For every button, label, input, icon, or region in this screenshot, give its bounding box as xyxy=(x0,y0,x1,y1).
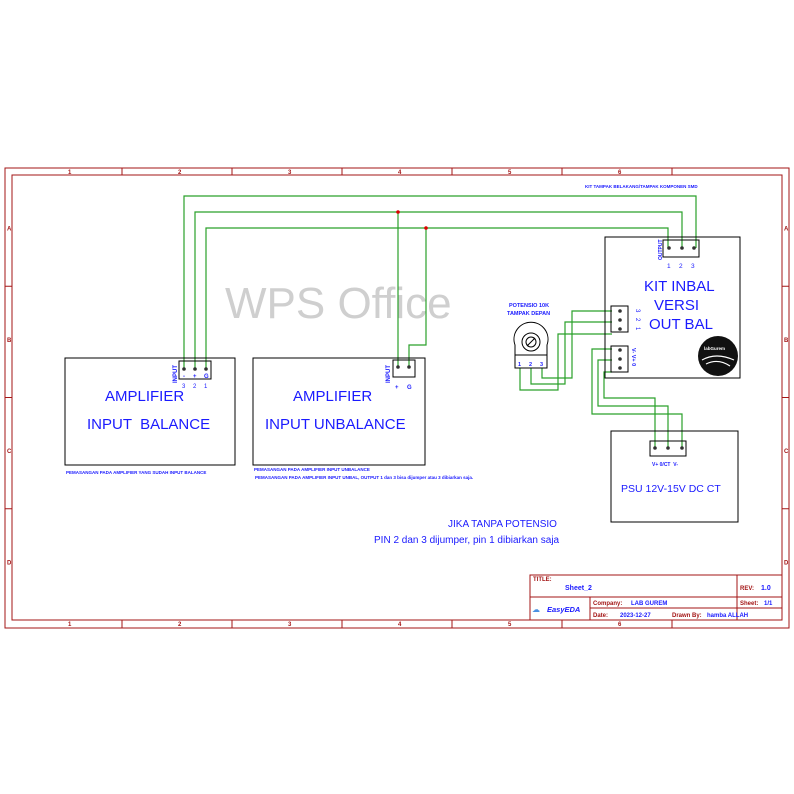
svg-text:-: - xyxy=(183,374,185,380)
svg-text:TAMPAK DEPAN: TAMPAK DEPAN xyxy=(507,311,550,317)
row-label: B xyxy=(7,338,12,344)
column-label: 5 xyxy=(508,170,512,176)
svg-text:Date:: Date: xyxy=(593,613,608,619)
column-label: 5 xyxy=(508,622,512,628)
kit-inbal: OUTPUT 1 2 3 3 2 1 V- V+ 0 KIT INBAL VER… xyxy=(604,236,741,379)
svg-text:2: 2 xyxy=(529,362,532,368)
kit-title-2: VERSI xyxy=(654,297,699,314)
no-pot-note-2: PIN 2 dan 3 dijumper, pin 1 dibiarkan sa… xyxy=(374,535,560,546)
row-label: D xyxy=(7,560,12,566)
amp-unbalance-title: AMPLIFIER xyxy=(293,388,372,405)
amplifier-input-balance: INPUT - + G 3 2 1 AMPLIFIER INPUT BALANC… xyxy=(64,357,236,475)
svg-text:+: + xyxy=(395,385,399,391)
svg-text:G: G xyxy=(407,385,412,391)
watermark: WPS Office xyxy=(225,279,452,328)
column-label: 1 xyxy=(68,622,72,628)
balance-note: PEMASANGAN PADA AMPLIFIER YANG SUDAH INP… xyxy=(66,470,206,475)
row-label: B xyxy=(784,338,789,344)
svg-text:LAB GUREM: LAB GUREM xyxy=(631,601,667,607)
svg-text:G: G xyxy=(204,374,209,380)
svg-text:Company:: Company: xyxy=(593,601,622,607)
kit-header-note: KIT TAMPAK BELAKANG/TAMPAK KOMPONEN SMD xyxy=(585,184,698,189)
amp-balance-title: AMPLIFIER xyxy=(105,388,184,405)
column-label: 6 xyxy=(618,622,622,628)
svg-text:3: 3 xyxy=(540,362,543,368)
svg-text:3: 3 xyxy=(182,384,186,390)
amplifier-input-unbalance: INPUT + G AMPLIFIER INPUT UNBALANCE PEMA… xyxy=(252,357,473,480)
svg-text:2: 2 xyxy=(679,263,683,270)
column-label: 2 xyxy=(178,622,182,628)
svg-text:1.0: 1.0 xyxy=(761,585,771,592)
no-pot-note-1: JIKA TANPA POTENSIO xyxy=(448,519,557,530)
svg-text:1/1: 1/1 xyxy=(764,601,773,607)
row-label: A xyxy=(7,227,12,233)
svg-text:hamba ALLAH: hamba ALLAH xyxy=(707,613,748,619)
svg-text:INPUT: INPUT xyxy=(173,365,179,383)
column-label: 1 xyxy=(68,170,72,176)
svg-text:labGurem: labGurem xyxy=(704,346,725,351)
wires xyxy=(183,195,697,448)
amp-balance-subtitle: INPUT BALANCE xyxy=(87,416,210,433)
svg-text:1: 1 xyxy=(634,327,640,331)
svg-text:1: 1 xyxy=(518,362,521,368)
svg-text:3: 3 xyxy=(634,309,640,313)
potentiometer: POTENSIO 10K TAMPAK DEPAN 1 2 3 xyxy=(507,303,550,369)
kit-title-3: OUT BAL xyxy=(649,316,713,333)
column-label: 2 xyxy=(178,170,182,176)
svg-text:V- V+ 0: V- V+ 0 xyxy=(630,348,636,366)
column-label: 4 xyxy=(398,622,402,628)
svg-text:3: 3 xyxy=(691,263,695,270)
svg-text:PEMASANGAN PADA AMPLIFIER INPU: PEMASANGAN PADA AMPLIFIER INPUT UNBALANC… xyxy=(254,467,370,472)
svg-text:1: 1 xyxy=(204,384,208,390)
column-label: 3 xyxy=(288,622,292,628)
svg-text:+: + xyxy=(193,374,197,380)
svg-text:2: 2 xyxy=(193,384,197,390)
row-label: A xyxy=(784,227,789,233)
row-label: C xyxy=(784,449,789,455)
svg-text:1: 1 xyxy=(667,263,671,270)
svg-text:Sheet_2: Sheet_2 xyxy=(565,585,592,592)
svg-text:INPUT: INPUT xyxy=(386,365,392,383)
svg-text:Sheet:: Sheet: xyxy=(740,601,758,607)
column-label: 3 xyxy=(288,170,292,176)
psu-label: PSU 12V-15V DC CT xyxy=(621,483,721,495)
svg-text:2023-12-27: 2023-12-27 xyxy=(620,613,651,619)
psu: V+ 0/CT V- PSU 12V-15V DC CT xyxy=(610,430,739,523)
svg-text:TITLE:: TITLE: xyxy=(533,577,552,583)
row-label: C xyxy=(7,449,12,455)
svg-text:V+ 0/CT V-: V+ 0/CT V- xyxy=(652,462,678,468)
amp-unbalance-subtitle: INPUT UNBALANCE xyxy=(265,416,406,433)
title-block: TITLE: Sheet_2 REV: 1.0 ☁ EasyEDA Compan… xyxy=(529,574,783,621)
svg-text:PEMASANGAN PADA AMPLIFIER INPU: PEMASANGAN PADA AMPLIFIER INPUT UNBAL, O… xyxy=(255,475,473,480)
column-label: 4 xyxy=(398,170,402,176)
kit-title-1: KIT INBAL xyxy=(644,278,715,295)
svg-text:Drawn By:: Drawn By: xyxy=(672,613,702,619)
column-label: 6 xyxy=(618,170,622,176)
cloud-icon: ☁ xyxy=(532,605,540,614)
svg-text:OUTPUT: OUTPUT xyxy=(658,239,664,260)
easyeda-logo: EasyEDA xyxy=(547,605,580,614)
svg-text:REV:: REV: xyxy=(740,586,754,592)
row-label: D xyxy=(784,560,789,566)
svg-text:POTENSIO 10K: POTENSIO 10K xyxy=(509,303,549,309)
svg-text:2: 2 xyxy=(634,318,640,322)
